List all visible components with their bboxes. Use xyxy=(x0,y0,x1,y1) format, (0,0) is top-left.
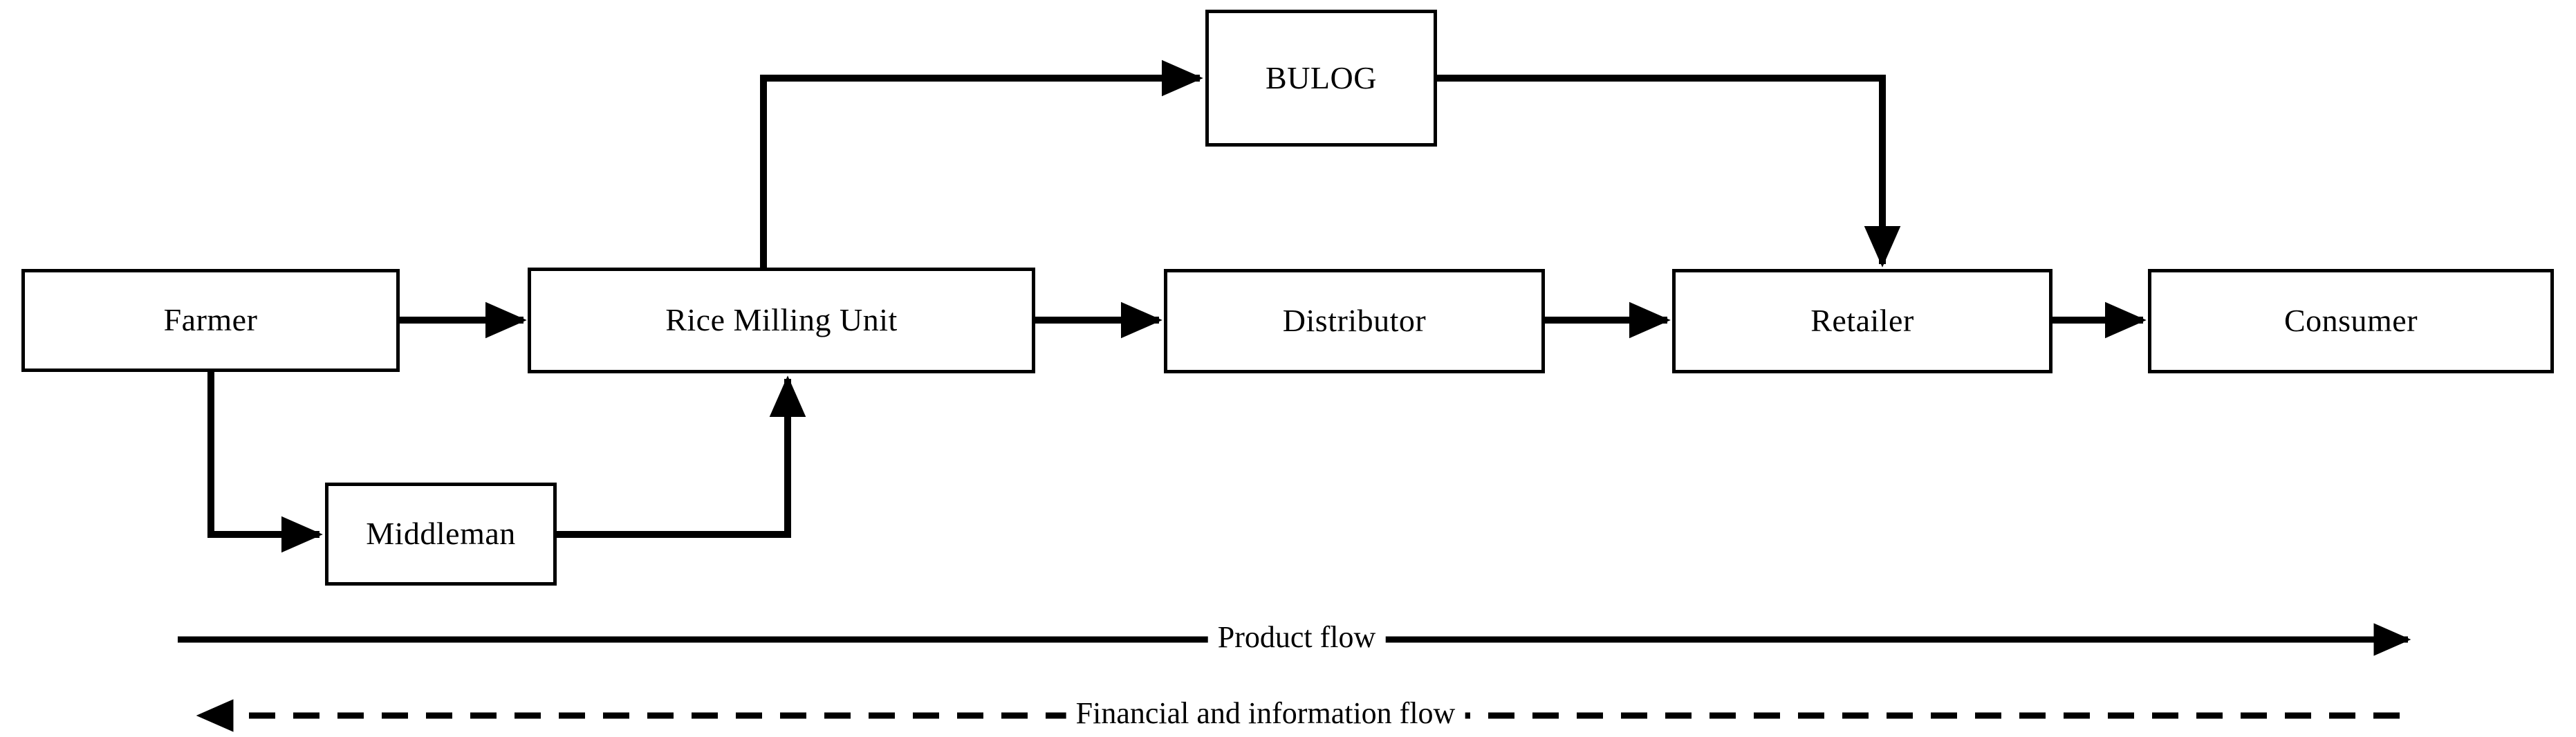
node-consumer-label: Consumer xyxy=(2283,303,2418,339)
node-distributor[interactable]: Distributor xyxy=(1164,269,1545,373)
legend-product-flow-label: Product flow xyxy=(1207,622,1386,653)
node-distributor-label: Distributor xyxy=(1282,303,1427,339)
node-farmer-label: Farmer xyxy=(163,302,258,338)
edge-bulog-to-retailer xyxy=(1437,75,1901,268)
node-rice-milling-unit-label: Rice Milling Unit xyxy=(665,302,898,338)
node-retailer[interactable]: Retailer xyxy=(1672,269,2053,373)
node-retailer-label: Retailer xyxy=(1810,303,1914,339)
node-bulog[interactable]: BULOG xyxy=(1205,10,1437,147)
edge-middleman-to-milling xyxy=(557,375,806,538)
edge-farmer-to-middleman xyxy=(207,372,323,553)
node-middleman-label: Middleman xyxy=(366,516,516,552)
edge-milling-to-bulog xyxy=(760,59,1203,268)
node-middleman[interactable]: Middleman xyxy=(325,483,557,586)
node-consumer[interactable]: Consumer xyxy=(2148,269,2554,373)
node-bulog-label: BULOG xyxy=(1266,59,1377,95)
node-rice-milling-unit[interactable]: Rice Milling Unit xyxy=(528,268,1035,373)
legend-financial-flow-label: Financial and information flow xyxy=(1066,698,1465,729)
node-farmer[interactable]: Farmer xyxy=(21,269,400,372)
